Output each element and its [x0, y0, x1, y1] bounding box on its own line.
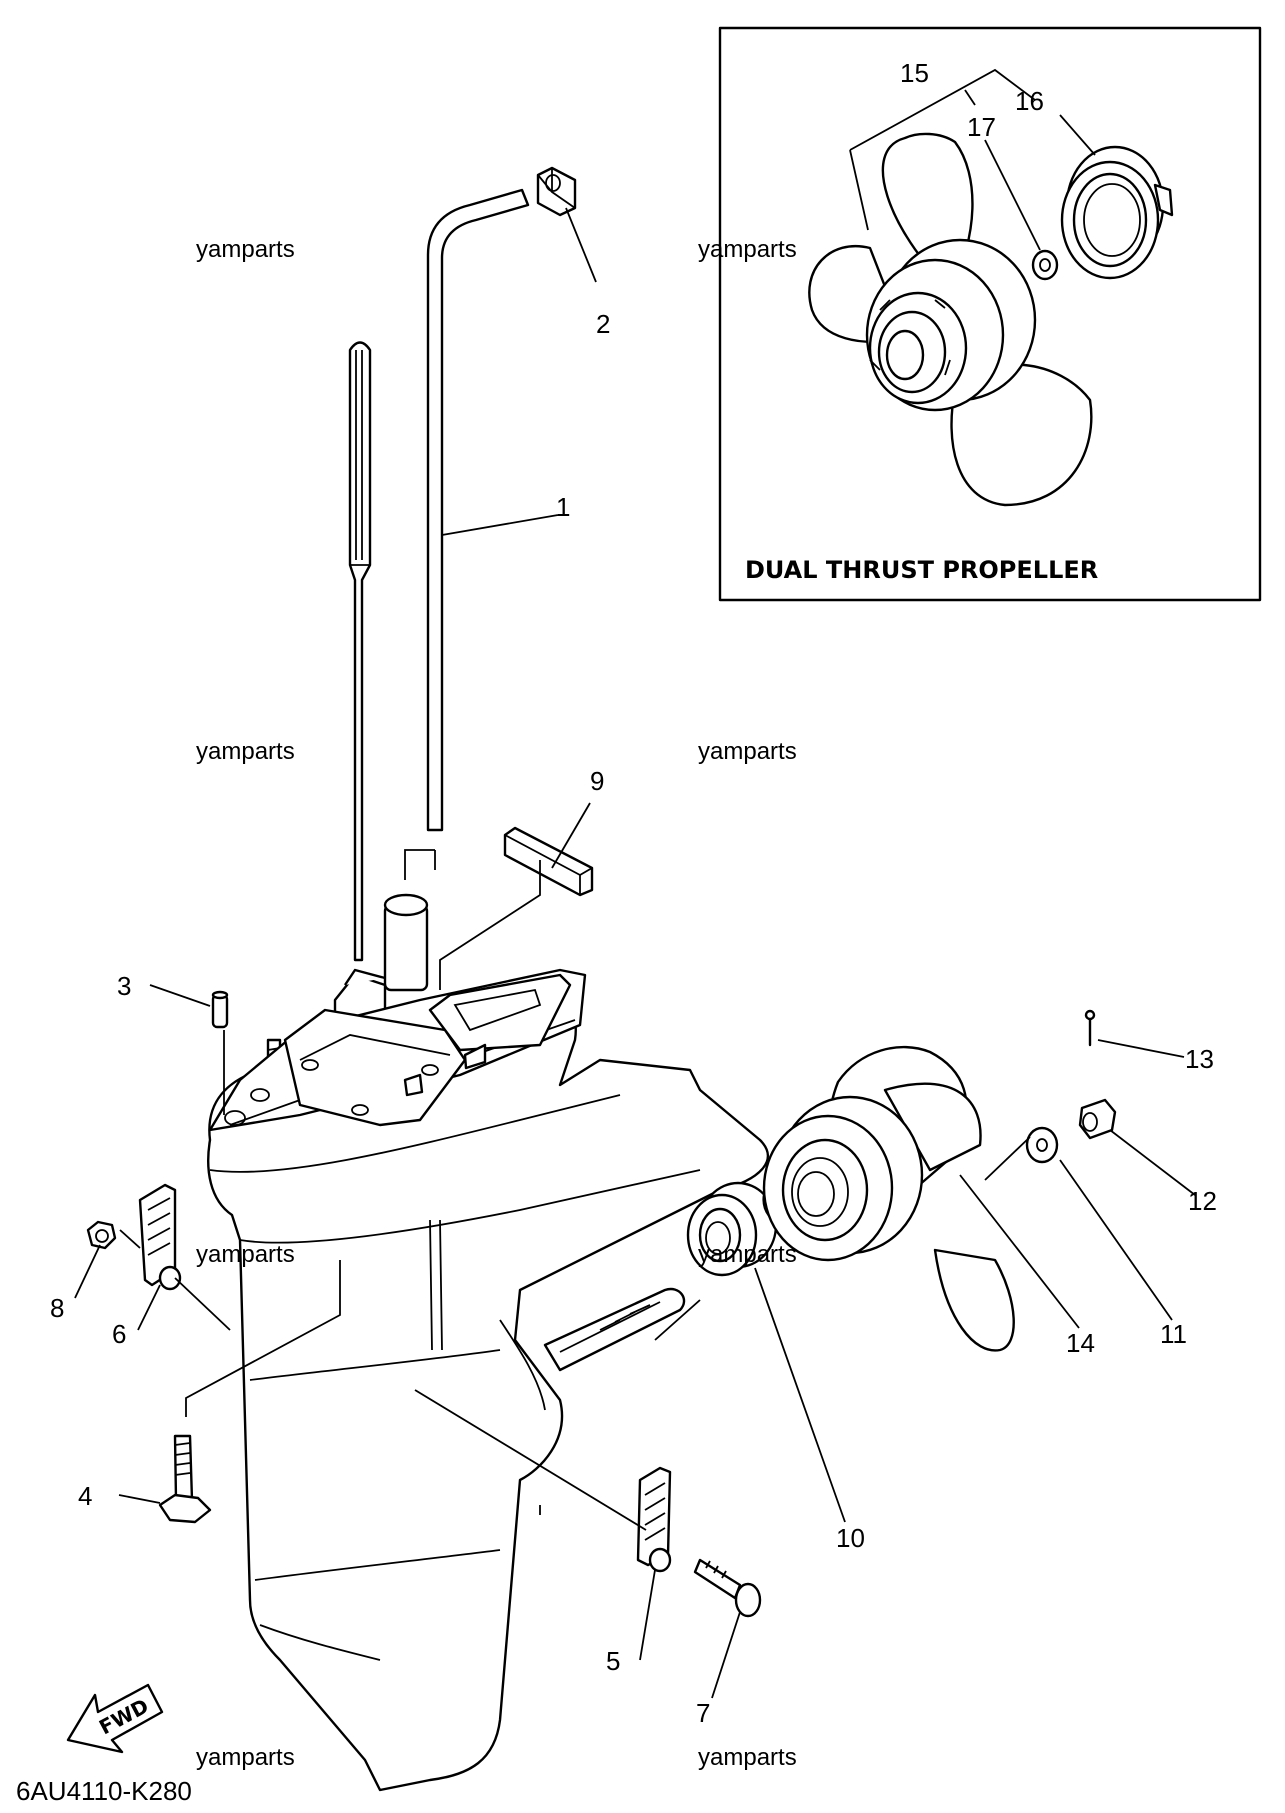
inset-frame — [718, 26, 1262, 602]
anode-upper — [138, 1183, 182, 1291]
fwd-arrow-icon: FWD — [66, 1683, 164, 1754]
anode-lower — [636, 1466, 672, 1573]
callout-7: 7 — [696, 1698, 710, 1728]
watermark-text: yamparts — [698, 1744, 797, 1771]
spacer — [686, 1181, 778, 1277]
inset-propeller — [808, 132, 1093, 507]
grommet — [536, 166, 577, 217]
callout-11: 11 — [1160, 1319, 1187, 1349]
callout-8: 8 — [50, 1293, 64, 1323]
dowel-pin — [211, 990, 229, 1029]
water-tube — [426, 188, 530, 870]
propeller — [762, 1045, 1015, 1352]
washer — [1025, 1126, 1059, 1164]
callout-1: 1 — [556, 492, 570, 522]
propeller-shaft — [543, 1287, 686, 1372]
watermark-text: yamparts — [196, 738, 295, 765]
callout-5: 5 — [606, 1646, 620, 1676]
lower-casing — [207, 968, 769, 1792]
watermark-text: yamparts — [698, 738, 797, 765]
callout-17: 17 — [967, 112, 996, 142]
watermark-text: yamparts — [196, 1241, 295, 1268]
drive-shaft — [348, 341, 372, 962]
flange-bolt — [158, 1434, 212, 1524]
callout-3: 3 — [117, 971, 131, 1001]
inset-washer — [1031, 249, 1059, 281]
callout-13: 13 — [1185, 1044, 1214, 1074]
watermark-text: yamparts — [698, 236, 797, 263]
plate — [503, 826, 594, 897]
propeller-nut — [1078, 1098, 1117, 1140]
dual-thrust-propeller-inset: 15 16 17 DUAL THRUST PROPELLER — [718, 26, 1262, 602]
drawing-code: 6AU4110-K280 — [16, 1776, 192, 1806]
callout-16: 16 — [1015, 86, 1044, 116]
watermark-text: yamparts — [698, 1241, 797, 1268]
callout-14: 14 — [1066, 1328, 1095, 1358]
callout-9: 9 — [590, 766, 604, 796]
callout-12: 12 — [1188, 1186, 1217, 1216]
anode-nut — [86, 1220, 117, 1250]
watermark-text: yamparts — [196, 1744, 295, 1771]
cotter-pin — [1084, 1009, 1096, 1047]
callout-2: 2 — [596, 309, 610, 339]
watermark-text: yamparts — [196, 236, 295, 263]
inset-title: DUAL THRUST PROPELLER — [745, 556, 1098, 584]
anode-screw — [693, 1558, 762, 1618]
callout-15: 15 — [900, 58, 929, 88]
callout-6: 6 — [112, 1319, 126, 1349]
callout-4: 4 — [78, 1481, 92, 1511]
inset-spacer — [1060, 145, 1174, 280]
callout-10: 10 — [836, 1523, 865, 1553]
